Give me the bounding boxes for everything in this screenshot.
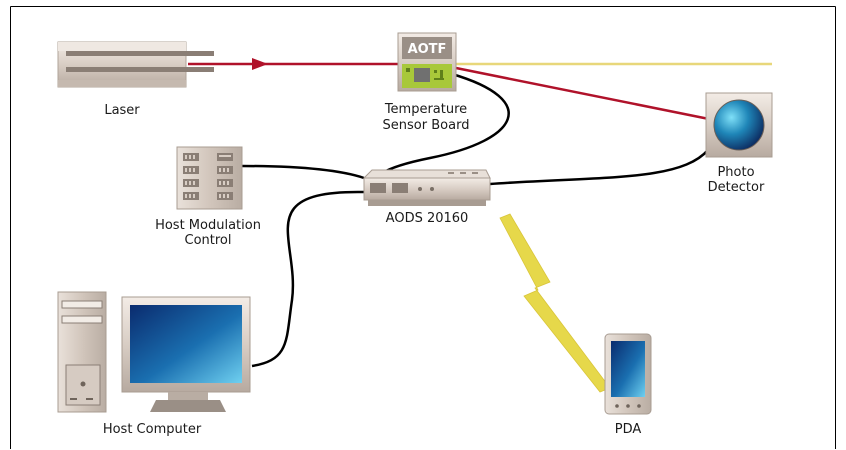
pda-label: PDA — [615, 422, 642, 437]
red-output-beam — [455, 66, 715, 122]
photo-detector-label-line2: Detector — [708, 180, 765, 195]
photo-detector-label-line1: Photo — [717, 165, 754, 180]
photo-detector-icon[interactable] — [705, 92, 773, 158]
host-computer-label: Host Computer — [103, 422, 202, 437]
cable-aods-to-detector — [489, 149, 709, 186]
aotf-label: AOTF — [408, 42, 447, 57]
circuit-board-icon — [402, 64, 452, 88]
computer-tower-icon[interactable] — [57, 291, 107, 413]
laser-label: Laser — [104, 103, 140, 118]
aotf-module-icon[interactable]: AOTF — [397, 32, 457, 92]
aods-label: AODS 20160 — [386, 211, 469, 226]
controller-box-icon[interactable] — [362, 169, 491, 206]
lightning-bolt-icon — [499, 213, 611, 393]
cable-sensor-to-aods — [377, 72, 510, 177]
temperature-sensor-board-label-line2: Sensor Board — [383, 118, 470, 133]
laser-device-icon[interactable] — [57, 41, 214, 88]
host-modulation-control-label-line2: Control — [185, 233, 232, 248]
control-panel-icon[interactable] — [176, 146, 243, 210]
cable-aods-to-computer — [251, 190, 365, 368]
host-modulation-control-label-line1: Host Modulation — [155, 218, 261, 233]
temperature-sensor-board-label-line1: Temperature — [384, 102, 467, 117]
cable-modulation-to-aods — [241, 164, 365, 180]
beam-arrow-icon — [252, 58, 268, 70]
monitor-icon[interactable] — [121, 296, 251, 412]
pda-icon[interactable] — [604, 333, 652, 415]
